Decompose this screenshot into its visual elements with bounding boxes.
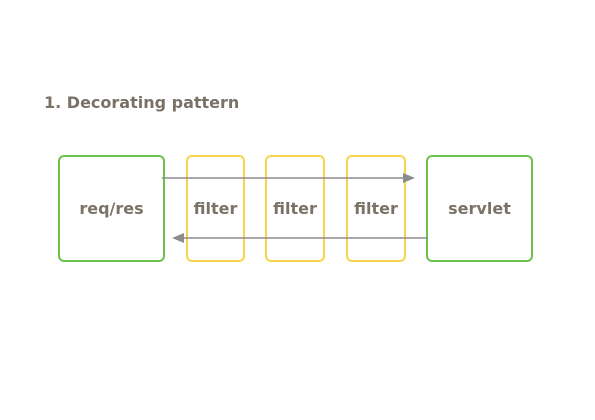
backward-arrowhead [172, 233, 184, 243]
servlet-label: servlet [448, 199, 511, 218]
filter-label-1: filter [193, 199, 238, 218]
forward-arrow [162, 173, 415, 183]
diagram-title: 1. Decorating pattern [44, 93, 240, 112]
filter-label-3: filter [354, 199, 398, 218]
req-res-label: req/res [79, 199, 144, 218]
servlet-box: servlet [426, 155, 533, 262]
filter-label-2: filter [273, 199, 317, 218]
filter-box-2: filter [265, 155, 325, 262]
backward-arrow [172, 233, 428, 243]
filter-box-3: filter [346, 155, 406, 262]
req-res-box: req/res [58, 155, 165, 262]
forward-arrowhead [403, 173, 415, 183]
filter-box-1: filter [186, 155, 245, 262]
